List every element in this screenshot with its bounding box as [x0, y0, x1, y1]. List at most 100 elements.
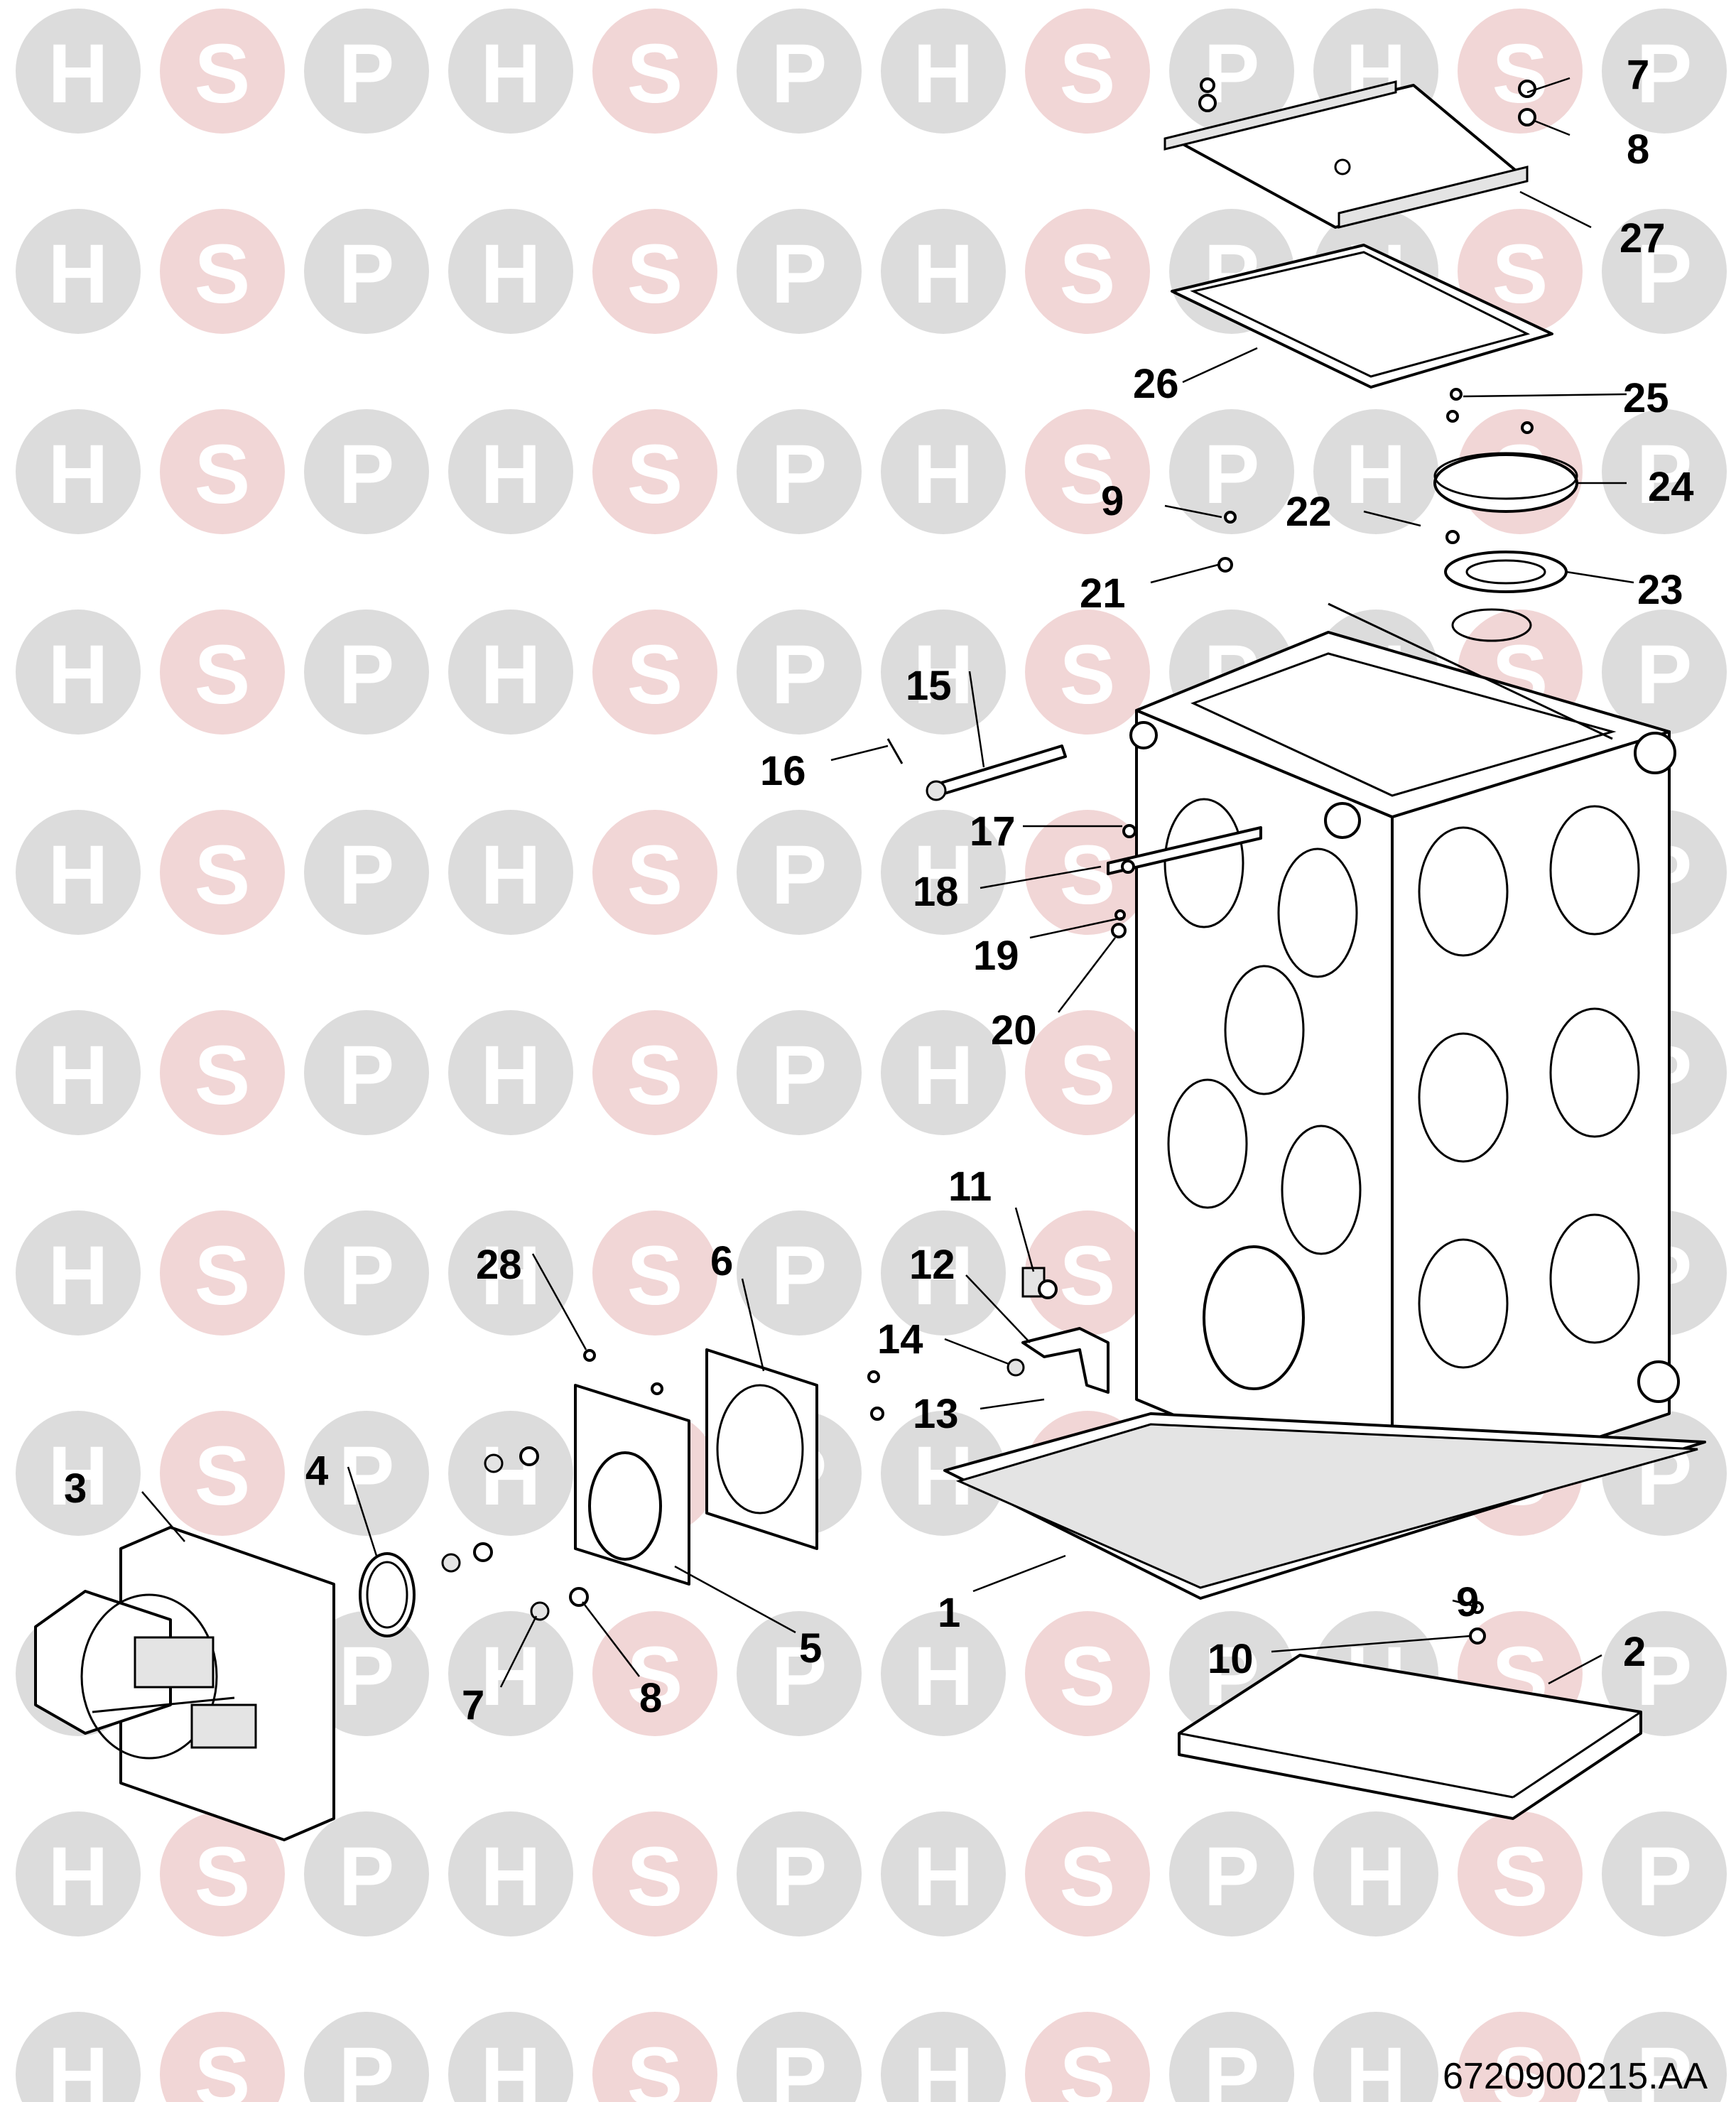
watermark-circle [304, 2012, 429, 2102]
watermark-letter: P [339, 1830, 395, 1924]
watermark-circle [16, 610, 141, 735]
watermark-letter: H [480, 1429, 541, 1523]
watermark-circle [304, 1811, 429, 1936]
watermark-letter: P [339, 1429, 395, 1523]
watermark-letter: S [1060, 828, 1116, 922]
watermark-letter: P [771, 1229, 828, 1323]
watermark-circle [448, 1411, 573, 1536]
watermark-circle [881, 1210, 1006, 1336]
watermark-circle [16, 1210, 141, 1336]
watermark-circle [737, 1611, 862, 1736]
watermark-letter: P [771, 1029, 828, 1122]
watermark-letter: P [1204, 2030, 1260, 2102]
seal-ring-part [359, 1552, 416, 1637]
watermark-circle [1025, 1811, 1150, 1936]
watermark-letter: S [627, 1630, 683, 1723]
watermark-letter: S [627, 428, 683, 521]
watermark-letter: S [1060, 628, 1116, 722]
watermark-circle [16, 209, 141, 334]
watermark-letter: S [627, 628, 683, 722]
watermark-letter: H [480, 27, 541, 121]
watermark-circle [592, 1611, 717, 1736]
watermark-letter: H [913, 828, 973, 922]
watermark-letter: P [1204, 428, 1260, 521]
callout-8-bottom: 8 [639, 1675, 662, 1721]
watermark-letter: H [913, 27, 973, 121]
watermark-circle [448, 610, 573, 735]
watermark-circle [16, 409, 141, 534]
watermark-letter: H [48, 1429, 108, 1523]
watermark-letter: H [480, 2030, 541, 2102]
callout-1: 1 [938, 1590, 960, 1636]
watermark-letter: H [480, 1029, 541, 1122]
watermark-letter: P [339, 2030, 395, 2102]
plate-gasket-part [705, 1348, 818, 1550]
watermark-letter: S [1060, 227, 1116, 321]
watermark-circle [448, 810, 573, 935]
watermark-letter: P [339, 628, 395, 722]
watermark-letter: H [1345, 2030, 1406, 2102]
watermark-letter: S [195, 628, 251, 722]
burner-part [34, 1526, 335, 1841]
watermark-circle [737, 1010, 862, 1135]
watermark-circle [592, 1010, 717, 1135]
callout-8-top: 8 [1627, 126, 1649, 173]
callout-7-bottom: 7 [462, 1682, 484, 1728]
watermark-letter: H [48, 1830, 108, 1924]
insulation-panel-part [1178, 1654, 1642, 1820]
callout-7-top: 7 [1627, 52, 1649, 98]
watermark-circle [16, 9, 141, 134]
watermark-letter: H [913, 1029, 973, 1122]
callout-5: 5 [799, 1625, 822, 1672]
watermark-circle [16, 1411, 141, 1536]
watermark-letter: H [480, 1830, 541, 1924]
watermark-circle [16, 1811, 141, 1936]
watermark-circle [16, 2012, 141, 2102]
watermark-letter: S [195, 1029, 251, 1122]
watermark-circle [592, 9, 717, 134]
watermark-letter: P [339, 1229, 395, 1323]
watermark-circle [1025, 409, 1150, 534]
callout-22: 22 [1286, 489, 1332, 535]
watermark-circle [1602, 209, 1727, 334]
callout-21: 21 [1080, 570, 1126, 617]
watermark-letter: P [339, 1029, 395, 1122]
watermark-circle [1313, 409, 1438, 534]
watermark-circle [1458, 2012, 1583, 2102]
watermark-letter: P [1637, 1830, 1693, 1924]
watermark-circle [737, 209, 862, 334]
callout-23: 23 [1637, 567, 1683, 613]
burner-plate-part [574, 1384, 690, 1586]
callout-labels: 1 2 3 4 5 6 7 8 9 10 11 12 13 14 15 16 1… [64, 52, 1694, 1728]
watermark-letter: S [627, 227, 683, 321]
watermark-letter: S [195, 1830, 251, 1924]
callout-11: 11 [948, 1164, 992, 1210]
watermark-letter: S [1060, 2030, 1116, 2102]
watermark-circle [304, 1411, 429, 1536]
watermark-letter: H [48, 27, 108, 121]
watermark-letter: S [1492, 227, 1548, 321]
watermark-circle [737, 1811, 862, 1936]
watermark-letter: S [1060, 1630, 1116, 1723]
watermark-letter: H [480, 828, 541, 922]
watermark-circle [448, 209, 573, 334]
watermark-circle [160, 1210, 285, 1336]
watermark-circle [881, 1611, 1006, 1736]
watermark-circle [160, 409, 285, 534]
watermark-circle [881, 2012, 1006, 2102]
watermark-letter: H [480, 428, 541, 521]
watermark-letter: S [195, 828, 251, 922]
watermark-circle [737, 810, 862, 935]
watermark-circle [448, 1811, 573, 1936]
callout-16: 16 [760, 748, 806, 794]
watermark-circle [1602, 9, 1727, 134]
watermark-letter: P [1637, 227, 1693, 321]
watermark-circle [16, 1010, 141, 1135]
watermark-letter: P [1637, 628, 1693, 722]
watermark-letter: P [1204, 1830, 1260, 1924]
watermark-circle [1313, 1811, 1438, 1936]
watermark-circle [448, 1010, 573, 1135]
watermark-letter: S [195, 1429, 251, 1523]
sensor-pocket-part [886, 738, 1262, 875]
watermark-circle [592, 1811, 717, 1936]
